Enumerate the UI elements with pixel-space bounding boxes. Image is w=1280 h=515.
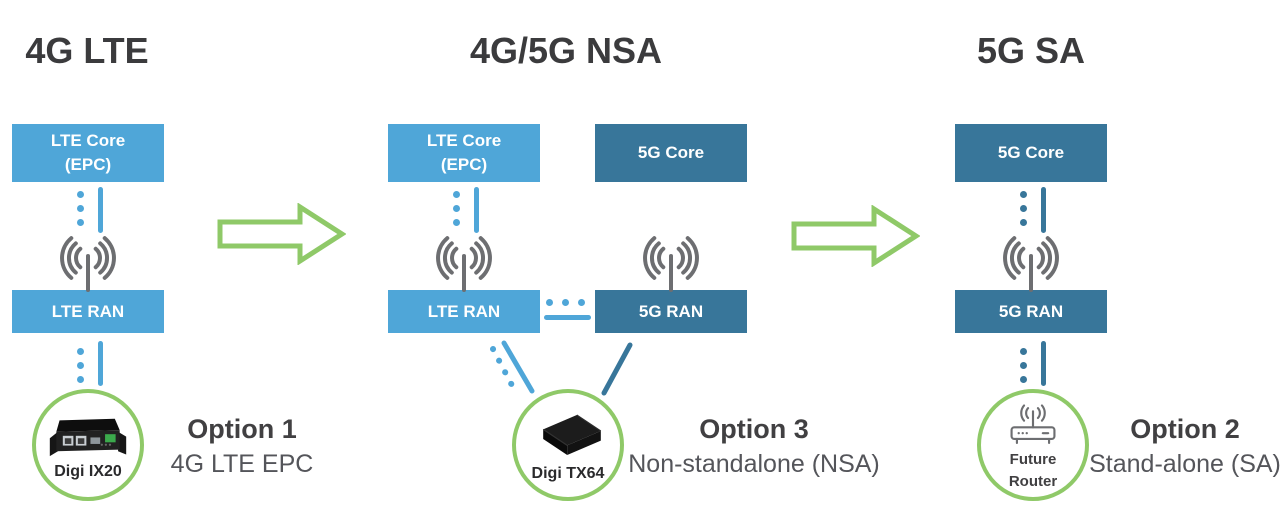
device-label: Digi IX20: [54, 463, 122, 480]
diagonal-connectors: [490, 340, 633, 396]
digi-ix20-image: [49, 418, 127, 457]
line-connector: [98, 187, 103, 233]
option-3-caption: Option 3 Non-standalone (NSA): [624, 414, 884, 479]
sa-5g-ran-label: 5G RAN: [998, 301, 1064, 321]
cell-tower-icon: [643, 236, 699, 292]
digi-tx64-device-circle: Digi TX64: [512, 389, 624, 501]
line-connector: [98, 341, 103, 386]
cell-tower-icon: [436, 236, 492, 292]
arrow-right-icon: [217, 203, 346, 265]
sa-5g-core-box: 5G Core: [955, 124, 1107, 182]
dotted-connector-horizontal: [546, 299, 585, 306]
nsa-lte-core-epc-box: LTE Core (EPC): [388, 124, 540, 182]
future-router-label-line1: Future: [1009, 451, 1057, 469]
arrow-right-icon: [791, 205, 920, 267]
lte-ran-box: LTE RAN: [12, 290, 164, 333]
option-title: Option 2: [1130, 414, 1240, 444]
lte-core-epc-box: LTE Core (EPC): [12, 124, 164, 182]
digi-ix20-device-circle: Digi IX20: [32, 389, 144, 501]
line-connector: [474, 187, 479, 233]
sa-5g-core-label: 5G Core: [997, 143, 1065, 163]
option-title: Option 3: [699, 414, 809, 444]
option-subtitle: Non-standalone (NSA): [628, 450, 880, 478]
digi-tx64-image: [542, 414, 602, 455]
nsa-lte-ran-label: LTE RAN: [427, 301, 501, 321]
line-connector: [1041, 187, 1046, 233]
nsa-5g-ran-box: 5G RAN: [595, 290, 747, 333]
option-title: Option 1: [187, 414, 297, 444]
lte-core-label-line1: LTE Core: [50, 131, 126, 151]
option-subtitle: Stand-alone (SA): [1089, 450, 1280, 478]
line-connector-horizontal: [544, 315, 591, 320]
lte-core-label-line2: (EPC): [64, 155, 112, 174]
lte-ran-label: LTE RAN: [51, 301, 125, 321]
option-subtitle: 4G LTE EPC: [170, 450, 314, 478]
wifi-router-icon: [1010, 404, 1056, 445]
nsa-5g-ran-label: 5G RAN: [638, 301, 704, 321]
future-router-label-line2: Router: [1008, 473, 1058, 490]
nsa-lte-core-label-line1: LTE Core: [426, 131, 502, 151]
line-connector: [1041, 341, 1046, 386]
cell-tower-icon: [1003, 236, 1059, 292]
future-router-circle: Future Router: [977, 389, 1089, 501]
dotted-connector: [1020, 191, 1027, 226]
dotted-connector: [77, 191, 84, 226]
cell-tower-icon: [60, 236, 116, 292]
column-title-4g-5g-nsa: 4G/5G NSA: [469, 30, 663, 71]
dotted-connector: [1020, 348, 1027, 383]
nsa-lte-core-label-line2: (EPC): [440, 155, 488, 174]
nsa-5g-core-label: 5G Core: [637, 143, 705, 163]
nsa-5g-core-box: 5G Core: [595, 124, 747, 182]
device-label: Future Router: [1009, 449, 1057, 493]
option-2-caption: Option 2 Stand-alone (SA): [1055, 414, 1280, 479]
dotted-connector: [453, 191, 460, 226]
column-title-5g-sa: 5G SA: [976, 30, 1086, 71]
option-1-caption: Option 1 4G LTE EPC: [112, 414, 372, 479]
nsa-lte-ran-box: LTE RAN: [388, 290, 540, 333]
sa-5g-ran-box: 5G RAN: [955, 290, 1107, 333]
device-label: Digi TX64: [531, 465, 605, 482]
dotted-connector: [77, 348, 84, 383]
column-title-4g-lte: 4G LTE: [25, 30, 149, 71]
